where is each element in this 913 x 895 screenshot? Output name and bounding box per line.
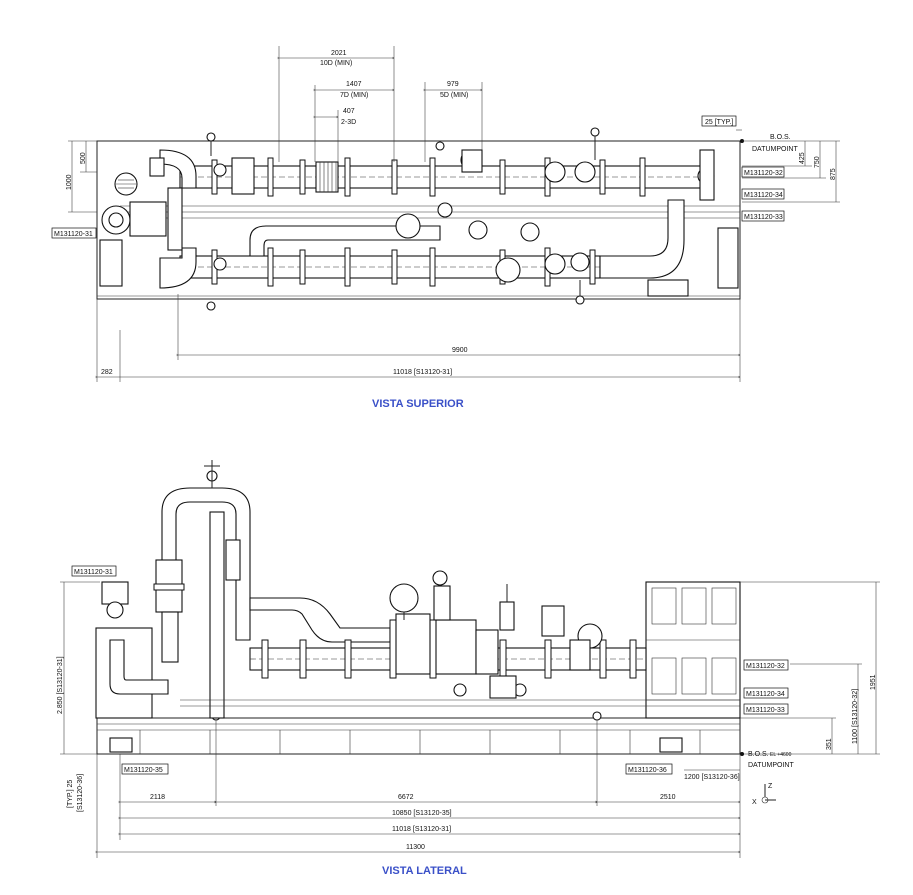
- dim-2510: 2510: [660, 794, 676, 801]
- side-view-title: VISTA LATERAL: [382, 865, 467, 877]
- top-pipe-upper: [179, 165, 711, 189]
- dim-425: 425: [799, 152, 806, 164]
- top-inlet-elbow-lower: [159, 247, 197, 289]
- dim-2118: 2118: [150, 794, 165, 801]
- side-bos-elevation: EL +4600: [770, 752, 792, 758]
- tag-top-m131120-34: M131120-34: [744, 192, 783, 199]
- dim-979: 979: [447, 81, 459, 88]
- dim-s13120-36: [S13120-36]: [77, 774, 84, 812]
- dim-10850: 10850 [S13120-35]: [392, 810, 452, 817]
- dim-5d: 5D (MIN): [440, 92, 468, 99]
- dim-1200: 1200 [S13120-36]: [684, 774, 740, 781]
- dim-typ-25: [TYP.] 25: [67, 780, 74, 808]
- dim-407: 407: [343, 108, 355, 115]
- bos-label: B.O.S.: [770, 134, 791, 141]
- top-inlet-equipment: [99, 157, 167, 287]
- tag-top-m131120-31: M131120-31: [54, 231, 93, 238]
- tag-side-m131120-35: M131120-35: [124, 767, 163, 774]
- dim-1951: 1951: [870, 674, 877, 690]
- dim-1100: 1100 [S13120-32]: [852, 689, 859, 744]
- dim-6672: 6672: [398, 794, 414, 801]
- top-dimensions-right: 25 [TYP.] B.O.S. DATUMPOINT 425 750 875 …: [701, 115, 840, 222]
- top-bend-stub: [231, 157, 255, 195]
- axis-x-label: X: [752, 799, 757, 806]
- top-return-bend: [599, 199, 685, 279]
- tag-side-m131120-32: M131120-32: [746, 663, 785, 670]
- side-dimensions-left: 2.850 [S13120-31] [TYP.] 25 [S13120-36]: [57, 581, 100, 812]
- top-dimensions-upper: 2021 10D (MIN) 1407 7D (MIN) 407 2-3D 97…: [279, 46, 482, 162]
- side-dimensions-bottom: 2118 6672 2510 10850 [S13120-35] 11018 […: [97, 720, 740, 858]
- axis-z-label: Z: [768, 783, 773, 790]
- side-datumpoint-label: DATUMPOINT: [748, 762, 794, 769]
- side-pipe-upper: [249, 597, 391, 643]
- tag-side-m131120-36: M131120-36: [628, 767, 667, 774]
- side-base-frame: [96, 717, 741, 755]
- top-view: 2021 10D (MIN) 1407 7D (MIN) 407 2-3D 97…: [51, 46, 840, 410]
- side-supports: [95, 511, 741, 719]
- top-flow-conditioner: [315, 161, 339, 193]
- tag-side-m131120-34: M131120-34: [746, 691, 785, 698]
- datumpoint-label: DATUMPOINT: [752, 146, 798, 153]
- side-valve-cluster: [389, 570, 603, 699]
- side-base-ribs: [139, 730, 701, 754]
- side-view: M131120-31 M131120-32 M131120-34 M131120…: [57, 460, 880, 877]
- side-riser-loop: [153, 460, 251, 663]
- top-inlet-elbow-upper: [159, 149, 197, 189]
- dim-11300: 11300: [406, 844, 425, 851]
- side-dimensions-right: 1951 1100 [S13120-32] 351 B.O.S. EL +460…: [684, 581, 880, 781]
- top-middle-loop: [249, 225, 441, 257]
- tag-top-m131120-33: M131120-33: [744, 214, 783, 221]
- dim-2-3d: 2-3D: [341, 119, 356, 126]
- dim-351: 351: [826, 738, 833, 750]
- dim-side-11018: 11018 [S13120-31]: [392, 826, 451, 833]
- dim-2850: 2.850 [S13120-31]: [57, 656, 64, 714]
- axis-indicator: X Z: [752, 783, 776, 806]
- side-instrument-panel: [645, 581, 741, 719]
- dim-2021: 2021: [331, 50, 347, 57]
- top-view-title: VISTA SUPERIOR: [372, 398, 464, 410]
- top-valves: [206, 127, 600, 311]
- side-inlet: [101, 581, 169, 695]
- dim-750: 750: [814, 156, 821, 168]
- dim-9900: 9900: [452, 347, 468, 354]
- dim-25-typ: 25 [TYP.]: [705, 119, 733, 126]
- side-bos-label: B.O.S.: [748, 751, 769, 758]
- top-skid-outline: [96, 140, 741, 300]
- dim-7d: 7D (MIN): [340, 92, 368, 99]
- top-dimensions-bottom: 9900 11018 [S13120-31] 282: [97, 294, 740, 382]
- top-outlet-equipment: [647, 149, 739, 297]
- top-pipe-lower: [179, 255, 601, 279]
- tag-side-m131120-33: M131120-33: [746, 707, 785, 714]
- tag-side-m131120-31: M131120-31: [74, 569, 113, 576]
- dim-1407: 1407: [346, 81, 362, 88]
- dim-11018: 11018 [S13120-31]: [393, 369, 452, 376]
- dim-282: 282: [101, 369, 113, 376]
- dim-10d: 10D (MIN): [320, 60, 352, 67]
- top-dimensions-left: 1000 500 M131120-31: [51, 140, 97, 239]
- dim-875: 875: [830, 168, 837, 180]
- dim-1000: 1000: [66, 174, 73, 190]
- side-tags: M131120-31 M131120-32 M131120-34 M131120…: [71, 565, 789, 775]
- dim-500: 500: [80, 152, 87, 164]
- tag-top-m131120-32: M131120-32: [744, 170, 783, 177]
